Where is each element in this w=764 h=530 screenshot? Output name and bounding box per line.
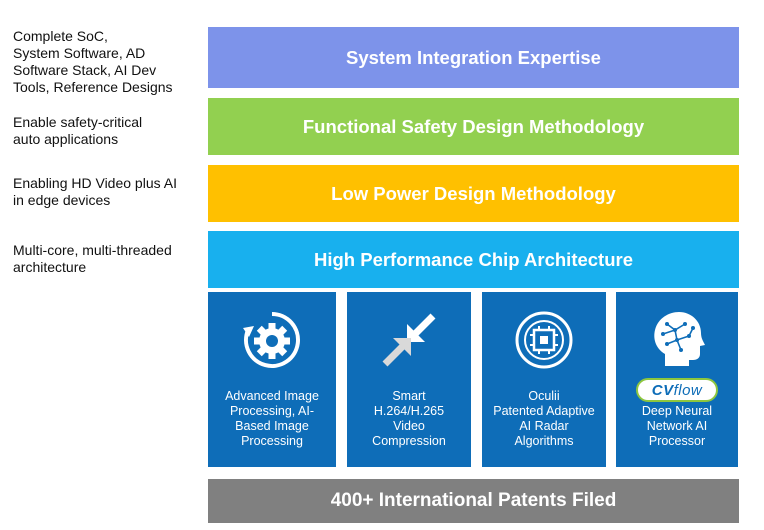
tile-label: Deep Neural Network AI Processor — [641, 404, 713, 448]
desc-low-power: Enabling HD Video plus AI in edge device… — [13, 175, 177, 208]
tile-label: Smart H.264/H.265 Video Compression — [372, 389, 446, 448]
desc-functional-safety: Enable safety-critical auto applications — [13, 114, 143, 147]
layer-system-integration: System Integration Expertise — [208, 27, 739, 88]
gear-cycle-icon — [240, 308, 304, 372]
desc-high-performance: Multi-core, multi-threaded architecture — [13, 242, 172, 275]
layer-functional-safety: Functional Safety Design Methodology — [208, 98, 739, 155]
desc-system-integration: Complete SoC, System Software, AD Softwa… — [13, 28, 173, 95]
footer-patents: 400+ International Patents Filed — [208, 479, 739, 523]
tile-label: Advanced Image Processing, AI- Based Ima… — [225, 389, 319, 448]
layer-low-power: Low Power Design Methodology — [208, 165, 739, 222]
layer-high-performance: High Performance Chip Architecture — [208, 231, 739, 288]
tile-video-compression: Smart H.264/H.265 Video Compression — [347, 292, 471, 467]
compress-arrows-icon — [377, 308, 441, 372]
ai-head-icon — [645, 308, 709, 372]
tile-label: Oculii Patented Adaptive AI Radar Algori… — [493, 389, 595, 448]
radar-chip-icon — [512, 308, 576, 372]
tile-image-processing: Advanced Image Processing, AI- Based Ima… — [208, 292, 336, 467]
tile-radar-algorithms: Oculii Patented Adaptive AI Radar Algori… — [482, 292, 606, 467]
